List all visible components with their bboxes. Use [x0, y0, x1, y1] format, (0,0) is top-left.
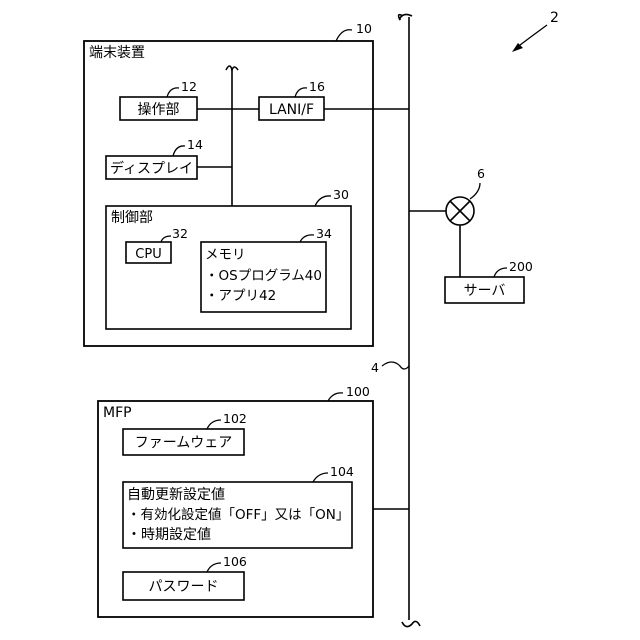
auto-update-item-timing: ・時期設定値 — [127, 527, 211, 543]
auto-update-item-enable: ・有効化設定値「OFF」又は「ON」 — [127, 507, 349, 523]
router-ref: 6 — [477, 166, 485, 181]
memory-title: メモリ — [205, 247, 246, 263]
display-label: ディスプレイ — [110, 160, 193, 177]
bus-bottom-squiggle — [402, 621, 420, 626]
router-server: 6 サーバ 200 — [409, 166, 533, 303]
lan-if-label: LANI/F — [269, 102, 314, 118]
firmware-ref: 102 — [223, 411, 247, 426]
mfp-ref: 100 — [346, 384, 370, 399]
server-ref: 200 — [509, 259, 533, 274]
auto-update-ref: 104 — [330, 464, 354, 479]
memory-item-app: ・アプリ42 — [205, 288, 276, 304]
network-ref-lead — [382, 362, 409, 369]
router-ref-lead — [470, 183, 480, 199]
terminal-device-ref-lead — [336, 30, 352, 41]
cpu-label: CPU — [135, 247, 161, 262]
mfp-title: MFP — [103, 405, 132, 421]
mfp: MFP 100 ファームウェア 102 自動更新設定値 ・有効化設定値「OFF」… — [98, 384, 409, 617]
figure-ref-group: 2 — [512, 10, 559, 52]
terminal-device-ref: 10 — [356, 21, 372, 36]
operation-unit-label: 操作部 — [138, 102, 180, 118]
server-label: サーバ — [464, 283, 506, 299]
auto-update-title: 自動更新設定値 — [127, 487, 225, 503]
terminal-device-title: 端末装置 — [89, 45, 145, 61]
mfp-ref-lead — [328, 393, 343, 401]
server-ref-lead — [494, 268, 507, 277]
password-label: パスワード — [149, 579, 219, 595]
terminal-device: 端末装置 10 操作部 12 LANI/F 16 ディスプレイ 14 制御部 3… — [84, 21, 409, 346]
figure-ref-arrow-line — [516, 25, 547, 48]
figure-ref: 2 — [550, 10, 559, 26]
cpu-ref: 32 — [172, 226, 188, 241]
memory-ref: 34 — [316, 226, 332, 241]
bus-top-squiggle — [399, 14, 412, 20]
display-ref: 14 — [187, 137, 203, 152]
operation-unit-ref: 12 — [181, 79, 197, 94]
control-unit-title: 制御部 — [111, 210, 153, 226]
lan-if-ref: 16 — [309, 79, 325, 94]
control-unit-ref: 30 — [333, 187, 349, 202]
network-bus: 4 — [371, 14, 420, 626]
memory-item-os: ・OSプログラム40 — [205, 268, 322, 284]
password-ref: 106 — [223, 554, 247, 569]
network-ref: 4 — [371, 360, 379, 375]
firmware-label: ファームウェア — [135, 435, 233, 451]
